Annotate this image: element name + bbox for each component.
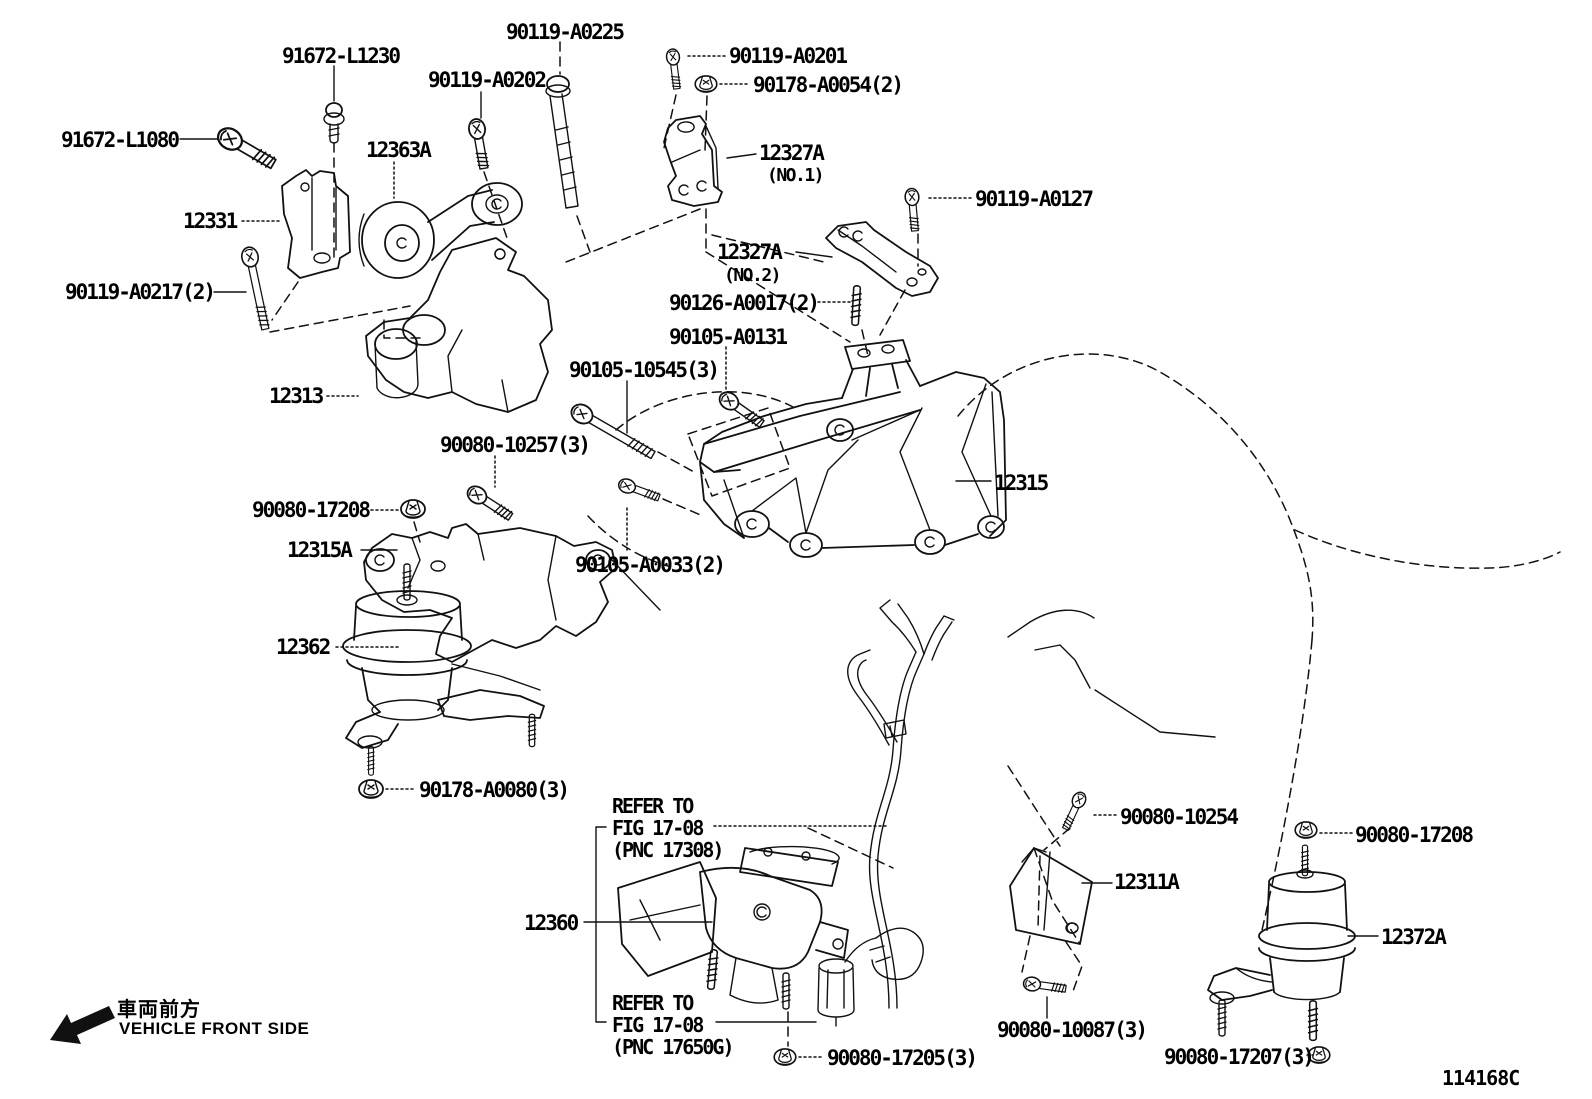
nut-90080-17205-drawing — [773, 1048, 797, 1066]
bracket-12315A-drawing — [363, 523, 661, 663]
front-side-label-jp: 車両前方 — [117, 997, 201, 1021]
refer-note-line: REFER TO — [612, 991, 694, 1015]
label-90119-A0201: 90119-A0201 — [729, 44, 848, 68]
refer-note-line: REFER TO — [612, 794, 694, 818]
label-90080-10087: 90080-10087(3) — [997, 1018, 1148, 1042]
leader-lines — [179, 55, 1379, 1058]
label-90080-10257: 90080-10257(3) — [440, 433, 591, 457]
label-90178-A0080: 90178-A0080(3) — [419, 778, 570, 802]
diagram-code: 114168C — [1442, 1066, 1520, 1090]
bracket-12313-drawing — [365, 237, 553, 413]
label-91672-L1230: 91672-L1230 — [282, 44, 401, 68]
insulator-12372A-drawing — [1207, 844, 1356, 1042]
torque-rod-12363A-drawing — [358, 182, 523, 279]
refer-note-fig17-08-pnc17650g: REFER TO FIG 17-08 (PNC 17650G) — [612, 991, 734, 1059]
bolt-90080-10087-drawing — [1021, 975, 1068, 997]
label-12372A: 12372A — [1381, 925, 1447, 949]
label-90105-A0033: 90105-A0033(2) — [575, 553, 726, 577]
label-90105-A0131: 90105-A0131 — [669, 325, 788, 349]
refer-note-line: (PNC 17650G) — [612, 1035, 734, 1059]
refer-note-line: FIG 17-08 — [612, 816, 704, 840]
label-90105-10545: 90105-10545(3) — [569, 358, 720, 382]
label-90126-A0017: 90126-A0017(2) — [669, 291, 820, 315]
refer-note-fig17-08-pnc17308: REFER TO FIG 17-08 (PNC 17308) — [612, 794, 724, 862]
label-12327A-no2-suffix: (NO.2) — [724, 265, 782, 286]
bolt-90105-A0033-drawing — [615, 475, 663, 505]
bolt-90080-10254-drawing — [1058, 789, 1089, 833]
engine-outline-fragments — [1007, 609, 1216, 738]
front-side-label-en: VEHICLE FRONT SIDE — [119, 1019, 310, 1038]
label-90119-A0202: 90119-A0202 — [428, 68, 547, 92]
label-90080-17205: 90080-17205(3) — [827, 1046, 978, 1070]
bolt-90080-10257-drawing — [463, 481, 516, 525]
label-90119-A0217: 90119-A0217(2) — [65, 280, 216, 304]
label-90080-10254: 90080-10254 — [1120, 805, 1239, 829]
bracket-12311A-drawing — [1009, 847, 1093, 945]
pipe-assembly-drawing — [817, 599, 955, 1027]
stud-90126-A0017-drawing — [849, 284, 863, 327]
fasteners — [213, 47, 1331, 1066]
label-12363A: 12363A — [366, 138, 432, 162]
label-90119-A0127: 90119-A0127 — [975, 187, 1094, 211]
nut-90178-A0054-drawing — [694, 75, 718, 93]
bolt-90119-A0127-drawing — [903, 187, 923, 233]
bolt-91672-L1080-drawing — [213, 122, 280, 174]
label-12313: 12313 — [269, 384, 324, 408]
insulator-12362-drawing — [342, 563, 545, 776]
label-12327A-no1-suffix: (NO.1) — [767, 165, 825, 186]
label-91672-L1080: 91672-L1080 — [61, 128, 180, 152]
bracket-12331-drawing — [281, 169, 351, 279]
refer-note-line: FIG 17-08 — [612, 1013, 704, 1037]
stud-91672-L1230-drawing — [323, 102, 345, 144]
label-12311A: 12311A — [1114, 870, 1180, 894]
bracket-12327A-no1-drawing — [663, 115, 723, 207]
plate-12327A-no2-drawing — [825, 221, 939, 297]
refer-note-line: (PNC 17308) — [612, 838, 724, 862]
mount-12360-drawing — [617, 845, 849, 1010]
label-12315A: 12315A — [287, 538, 353, 562]
label-12362: 12362 — [276, 635, 331, 659]
label-90119-A0225: 90119-A0225 — [506, 20, 625, 44]
label-12360: 12360 — [524, 911, 579, 935]
label-90080-17208-left: 90080-17208 — [252, 498, 371, 522]
bolt-90119-A0217-drawing — [239, 244, 275, 332]
label-90080-17208-right: 90080-17208 — [1355, 823, 1474, 847]
bolt-90119-A0201-drawing — [664, 47, 684, 91]
nut-90178-A0080-drawing — [358, 779, 384, 799]
assembly-dashed-lines — [269, 41, 1561, 1047]
vehicle-front-arrow — [50, 1006, 115, 1044]
bracket-12315-drawing — [699, 339, 1007, 558]
stud-90119-A0225-drawing — [545, 75, 579, 209]
label-90178-A0054: 90178-A0054(2) — [753, 73, 904, 97]
label-90080-17207: 90080-17207(3) — [1164, 1045, 1315, 1069]
label-12327A-no1: 12327A — [759, 141, 825, 165]
label-12331: 12331 — [183, 209, 238, 233]
nut-90080-17208-left-drawing — [400, 499, 426, 519]
bolt-90119-A0202-drawing — [466, 116, 493, 171]
label-12315: 12315 — [994, 471, 1049, 495]
nut-90080-17208-right-drawing — [1294, 821, 1318, 839]
label-12327A-no2: 12327A — [717, 240, 783, 264]
